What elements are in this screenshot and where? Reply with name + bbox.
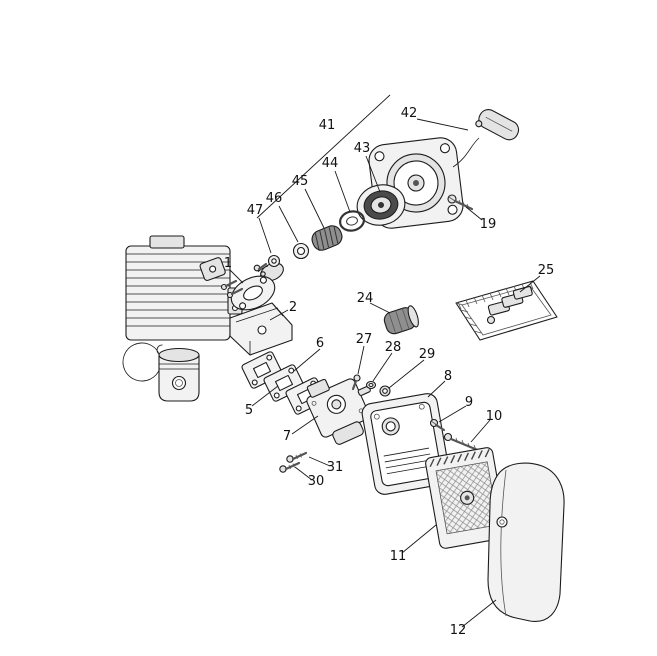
- callout-19: 19: [480, 217, 497, 232]
- callout-24: 24: [357, 291, 374, 306]
- starter-grip: [475, 109, 520, 141]
- screw-9: [429, 418, 446, 432]
- callout-30: 30: [308, 474, 325, 489]
- leader-24: [369, 302, 391, 314]
- leader-28: [372, 352, 393, 382]
- starter-pawl: [253, 254, 281, 277]
- carb-fasteners: [351, 374, 391, 397]
- callouts: 41 42 43 44 45 46 47 19 1 2 25 24 6 27 2…: [224, 106, 554, 638]
- starter-rope: [452, 137, 480, 168]
- screw-19: [447, 194, 474, 211]
- leader-6: [293, 348, 321, 372]
- leader-30: [294, 466, 313, 481]
- callout-46: 46: [266, 191, 283, 206]
- leader-10: [470, 419, 491, 443]
- leader-19: [465, 206, 483, 221]
- screw-31: [286, 451, 308, 463]
- carburetor: [306, 378, 371, 445]
- callout-9: 9: [465, 395, 473, 410]
- nut-29: [379, 385, 391, 397]
- intake-boot: [383, 305, 419, 335]
- pawl-washer: [292, 242, 310, 260]
- callout-6: 6: [316, 336, 324, 351]
- callout-10: 10: [486, 409, 503, 424]
- gasket-kit-bag: [455, 280, 558, 341]
- muffler-flange: [220, 262, 284, 311]
- callout-12: 12: [450, 623, 467, 638]
- leader-8: [427, 380, 446, 398]
- carb-screws: [279, 451, 308, 473]
- callout-25: 25: [538, 263, 555, 278]
- leader-43: [365, 155, 381, 193]
- screw-30: [279, 461, 301, 473]
- callout-45: 45: [292, 174, 309, 189]
- callout-1: 1: [224, 256, 232, 271]
- leader-31: [308, 456, 331, 467]
- leader-47: [258, 217, 272, 254]
- callout-11: 11: [390, 549, 407, 564]
- leader-25: [519, 275, 541, 293]
- leader-42: [416, 118, 469, 131]
- callout-29: 29: [419, 347, 436, 362]
- callout-31: 31: [327, 460, 344, 475]
- leader-44: [334, 170, 351, 213]
- leader-2: [269, 309, 289, 321]
- callout-43: 43: [354, 141, 371, 156]
- leader-11: [401, 524, 437, 554]
- leader-46: [278, 205, 299, 243]
- callout-42: 42: [401, 106, 418, 121]
- callout-41: 41: [319, 118, 336, 133]
- leader-12: [461, 599, 497, 628]
- leader-29: [388, 359, 425, 389]
- leader-7: [291, 415, 319, 435]
- leader-41: [256, 94, 391, 219]
- piston-assembly: [122, 342, 200, 402]
- callout-44: 44: [322, 156, 339, 171]
- callout-2: 2: [289, 300, 297, 315]
- leader-lines: [229, 94, 541, 628]
- leader-5: [251, 385, 279, 407]
- leader-27: [357, 345, 365, 375]
- callout-47: 47: [247, 203, 264, 218]
- callout-5: 5: [245, 403, 253, 418]
- callout-28: 28: [385, 340, 402, 355]
- callout-8: 8: [444, 369, 452, 384]
- rope-rotor: [356, 184, 406, 226]
- rewind-spring: [311, 225, 343, 251]
- leader-9: [438, 405, 467, 423]
- screw-10: [443, 432, 482, 453]
- washer-28: [365, 380, 377, 390]
- callout-27: 27: [356, 332, 373, 347]
- screw-27: [353, 374, 361, 382]
- leader-45: [304, 188, 325, 229]
- filter-cover: [487, 462, 565, 622]
- leader-1: [229, 269, 244, 284]
- callout-7: 7: [283, 429, 291, 444]
